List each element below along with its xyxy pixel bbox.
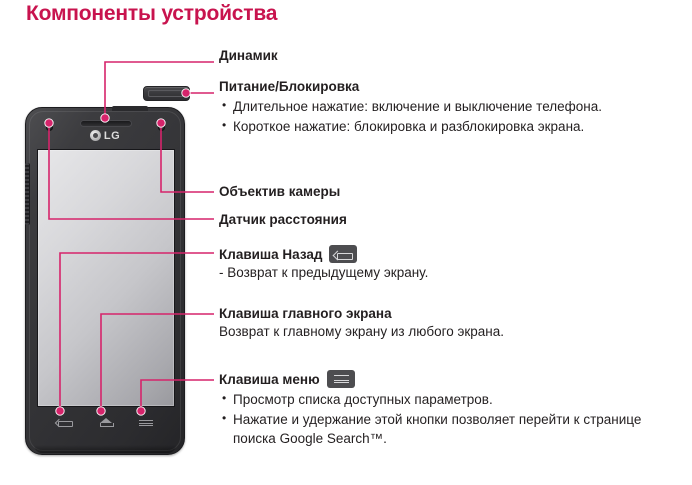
volume-rocker-icon [25, 163, 30, 225]
phone-home-key [96, 415, 116, 428]
label-proximity-sensor: Датчик расстояния [219, 211, 347, 228]
speaker-grille-icon [80, 120, 132, 127]
label-back-key-head-row: Клавиша Назад [219, 245, 428, 263]
back-arrow-icon [55, 415, 75, 428]
label-menu-key: Клавиша меню Просмотр списка доступных п… [219, 370, 679, 449]
phone-bottom-lip [34, 445, 176, 453]
label-back-key-line: - Возврат к предыдущему экрану. [219, 265, 429, 280]
lg-brand-logo: LG [26, 130, 184, 143]
label-power-lock-heading: Питание/Блокировка [219, 79, 360, 94]
label-back-key: Клавиша Назад - Возврат к предыдущему эк… [219, 245, 428, 282]
phone-menu-key [136, 415, 156, 428]
phone-illustration: LG [0, 0, 215, 485]
label-speaker: Динамик [219, 47, 278, 64]
phone-top-notch [112, 106, 148, 111]
label-home-key-line: Возврат к главному экрану из любого экра… [219, 324, 505, 339]
menu-hamburger-icon [326, 370, 355, 388]
label-menu-key-bullets: Просмотр списка доступных параметров. На… [219, 389, 679, 449]
list-item: Длительное нажатие: включение и выключен… [219, 96, 602, 117]
label-camera-lens-heading: Объектив камеры [219, 184, 341, 199]
phone-body: LG [25, 106, 185, 455]
menu-hamburger-icon [136, 415, 156, 428]
list-item: Нажатие и удержание этой кнопки позволяе… [219, 409, 679, 449]
power-lock-button-icon [143, 86, 190, 101]
label-power-lock-bullets: Длительное нажатие: включение и выключен… [219, 96, 602, 137]
label-power-lock: Питание/Блокировка Длительное нажатие: в… [219, 78, 602, 136]
label-menu-key-heading: Клавиша меню [219, 371, 320, 387]
list-item: Просмотр списка доступных параметров. [219, 389, 679, 410]
camera-lens-dot-icon [158, 124, 165, 131]
page-title: Компоненты устройства [26, 2, 278, 25]
proximity-sensor-dot-icon [46, 124, 53, 131]
home-icon [96, 415, 116, 428]
label-proximity-sensor-heading: Датчик расстояния [219, 212, 347, 227]
label-back-key-heading: Клавиша Назад [219, 246, 323, 262]
label-home-key: Клавиша главного экрана Возврат к главно… [219, 305, 504, 341]
phone-nav-key-bar [26, 411, 184, 441]
list-item: Короткое нажатие: блокировка и разблокир… [219, 116, 602, 137]
label-camera-lens: Объектив камеры [219, 183, 340, 200]
phone-screen [37, 149, 175, 407]
label-speaker-heading: Динамик [219, 48, 278, 63]
label-home-key-heading: Клавиша главного экрана [219, 306, 392, 321]
phone-back-key [55, 415, 75, 428]
lg-circle-logo-icon [89, 130, 101, 141]
lg-wordmark: LG [103, 130, 121, 142]
back-arrow-icon [329, 245, 358, 263]
label-menu-key-head-row: Клавиша меню [219, 370, 679, 388]
